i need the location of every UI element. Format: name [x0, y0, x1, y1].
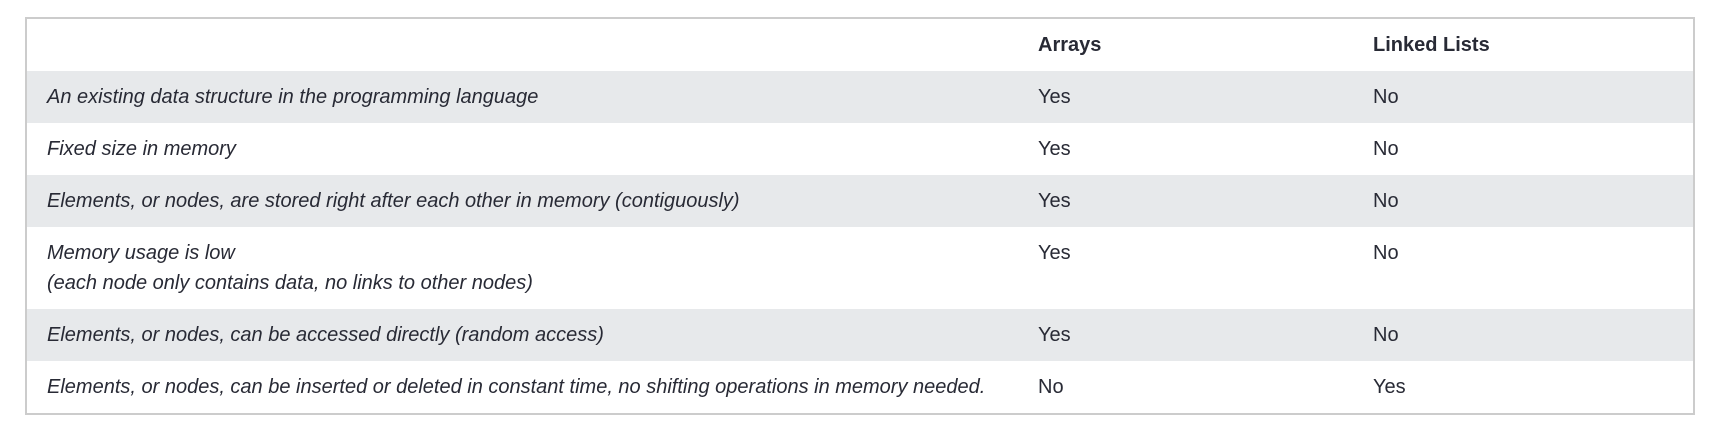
table-row: Memory usage is low (each node only cont…	[26, 227, 1694, 309]
feature-line-2: (each node only contains data, no links …	[47, 272, 533, 294]
feature-cell: An existing data structure in the progra…	[47, 86, 539, 108]
content-area: Arrays Linked Lists An existing data str…	[25, 17, 1695, 415]
linked-lists-value-cell: Yes	[1373, 376, 1406, 398]
linked-lists-value-cell: No	[1373, 190, 1399, 212]
table-row: An existing data structure in the progra…	[26, 71, 1694, 123]
linked-lists-value-cell: No	[1373, 86, 1399, 108]
table-header-row: Arrays Linked Lists	[26, 18, 1694, 71]
arrays-value-cell: Yes	[1038, 242, 1071, 264]
feature-cell: Fixed size in memory	[47, 138, 236, 160]
feature-line-1: Memory usage is low	[47, 242, 235, 264]
column-header-feature	[26, 18, 1018, 71]
arrays-value-cell: No	[1038, 376, 1064, 398]
arrays-value-cell: Yes	[1038, 138, 1071, 160]
table-row: Elements, or nodes, can be accessed dire…	[26, 309, 1694, 361]
column-header-arrays: Arrays	[1018, 18, 1353, 71]
linked-lists-value-cell: No	[1373, 242, 1399, 264]
arrays-vs-linked-lists-table: Arrays Linked Lists An existing data str…	[25, 17, 1695, 415]
arrays-value-cell: Yes	[1038, 324, 1071, 346]
linked-lists-value-cell: No	[1373, 324, 1399, 346]
column-header-linked-lists: Linked Lists	[1353, 18, 1694, 71]
table-row: Fixed size in memory Yes No	[26, 123, 1694, 175]
feature-cell: Elements, or nodes, are stored right aft…	[47, 190, 740, 212]
arrays-value-cell: Yes	[1038, 86, 1071, 108]
arrays-value-cell: Yes	[1038, 190, 1071, 212]
feature-cell: Memory usage is low (each node only cont…	[26, 227, 1018, 309]
feature-cell: Elements, or nodes, can be inserted or d…	[47, 376, 986, 398]
table-row: Elements, or nodes, are stored right aft…	[26, 175, 1694, 227]
table-row: Elements, or nodes, can be inserted or d…	[26, 361, 1694, 414]
feature-cell: Elements, or nodes, can be accessed dire…	[47, 324, 604, 346]
linked-lists-value-cell: No	[1373, 138, 1399, 160]
